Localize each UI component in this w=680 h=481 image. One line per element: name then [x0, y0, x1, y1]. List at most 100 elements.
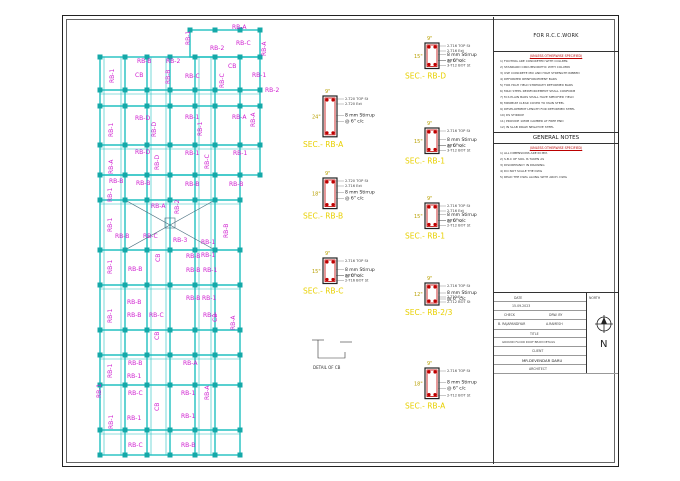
check-label: CHECK — [504, 313, 515, 317]
note-item: 11) PROVIDE 10MM CAMBER AT FREE END — [500, 118, 564, 123]
note-item: 9) DEVELOPMENT LENGTH FOR DEFORMED STEEL — [500, 106, 575, 111]
panel-title: FOR R.C.C.WORK — [533, 33, 579, 39]
date-value: 15.09.2023 — [512, 304, 531, 308]
section-width: 9" — [427, 121, 432, 127]
column-marker — [97, 352, 103, 358]
beam-label: RB-A — [230, 315, 237, 330]
beam-label: RB-D — [151, 122, 158, 137]
section-width: 9" — [427, 36, 432, 42]
beam-label: RB-1 — [108, 415, 115, 429]
beam-label: RB-1 — [185, 114, 199, 121]
note-item: 1) ALL DIMENSIONS ARE IN MM. — [500, 150, 548, 155]
section-outline — [322, 177, 338, 210]
rebar-dot — [427, 62, 431, 67]
column-marker — [192, 54, 198, 60]
section-depth: 15" — [414, 54, 423, 60]
general-notes-heading: GENERAL NOTES — [494, 131, 618, 144]
section-bot2: 3-T12 BOT St — [447, 149, 471, 153]
rebar-dot — [325, 203, 329, 207]
column-marker — [122, 87, 128, 93]
section-spc: @ 6" c/c — [447, 296, 466, 302]
note-item: 8) MINIMUM CLEAR COVER TO MAIN STEEL — [500, 100, 565, 105]
rebar-dot — [427, 393, 431, 397]
rebar-dot — [433, 205, 437, 209]
column-marker — [97, 382, 103, 388]
section-outline — [424, 127, 440, 155]
beam-label: RB-C — [204, 154, 211, 169]
section-outline — [322, 95, 338, 138]
column-marker — [192, 197, 198, 203]
beam-label: RB-1 — [252, 72, 266, 79]
rebar-dot — [325, 98, 329, 102]
note-item: 2) S.B.C OF SOIL IS TAKEN AS — [500, 156, 545, 161]
section-depth: 18" — [312, 191, 321, 197]
note-item: 1) FOOTING ARE CONCRETED WITH COLUMN. — [500, 59, 569, 63]
section-stir: 8 mm Stirrup — [447, 137, 477, 143]
stirrup-outline — [324, 259, 336, 282]
rebar-dot — [331, 131, 335, 135]
column-marker — [212, 282, 218, 288]
section-top: 2-T16 TOP St — [447, 204, 471, 208]
section-title: SEC.- RB-A — [303, 140, 344, 149]
rebar-dot — [427, 370, 431, 374]
column-marker — [237, 427, 243, 433]
column-marker — [97, 327, 103, 333]
rebar-dot — [325, 277, 329, 282]
beam-label: RB-D — [154, 155, 161, 170]
section-top: 2-T16 TOP St — [345, 259, 369, 263]
column-marker — [144, 352, 150, 358]
column-marker — [97, 197, 103, 203]
section-top: 2-T16 TOP St — [447, 44, 471, 48]
rebar-dot — [325, 180, 329, 184]
note-item: 12) IN SLAB DRAW NEGATIVE STEEL — [500, 124, 554, 129]
column-marker — [97, 427, 103, 433]
column-marker — [144, 327, 150, 333]
beam-label: RB-1 — [233, 150, 247, 157]
column-marker — [212, 87, 218, 93]
column-marker — [122, 103, 128, 109]
section-width: 9" — [325, 251, 330, 257]
beam-label: RB-1 — [107, 364, 114, 378]
detail-label: DETAIL OF CB — [313, 365, 341, 370]
rebar-dot — [427, 285, 431, 289]
column-marker — [237, 27, 243, 33]
rebar-dot — [433, 147, 437, 152]
section-stir: 8 mm Stirrup — [345, 189, 375, 195]
section-depth: 15" — [312, 269, 321, 275]
section-title: SEC.- RB-D — [405, 72, 446, 81]
column-marker — [97, 452, 103, 458]
north-label: NORTH — [589, 296, 601, 300]
section-bot2: 2-T12 BOT St — [447, 394, 471, 398]
column-marker — [257, 54, 263, 60]
rebar-dot — [325, 131, 329, 135]
beam-label: RB-1 — [203, 312, 217, 319]
beam-label: RB-1 — [185, 31, 192, 45]
column-marker — [212, 427, 218, 433]
column-marker — [237, 452, 243, 458]
column-marker — [237, 282, 243, 288]
column-marker — [144, 452, 150, 458]
column-marker — [212, 452, 218, 458]
beam-label: CB — [212, 314, 219, 322]
column-marker — [167, 327, 173, 333]
drawn-label: DRW. BY — [549, 313, 563, 317]
section-width: 9" — [427, 361, 432, 367]
north-letter: N — [600, 339, 607, 350]
rebar-dot — [433, 285, 437, 289]
beam-label: RB-A — [261, 41, 268, 56]
rebar-dot — [325, 260, 329, 264]
beam-section: 9"18"2-T16 TOP St8 mm Stirrup@ 6" c/c2-T… — [405, 361, 477, 411]
section-spc: @ 6" c/c — [345, 195, 364, 201]
beam-label: RB-1 — [127, 415, 141, 422]
beam-label: RB-A — [183, 360, 198, 367]
title-block: DATE NORTH 15.09.2023 CHECK DRW. BY B. R… — [494, 292, 618, 465]
beam-label: RB-2 — [174, 200, 181, 214]
section-spc: @ 6" c/c — [447, 143, 466, 149]
section-bot1: 2-T12 Ex — [447, 295, 463, 299]
stirrup-outline — [426, 284, 438, 304]
rebar-dot — [427, 299, 431, 303]
beam-label: RB-2 — [166, 58, 180, 65]
beam-label: RB-B — [186, 295, 200, 302]
